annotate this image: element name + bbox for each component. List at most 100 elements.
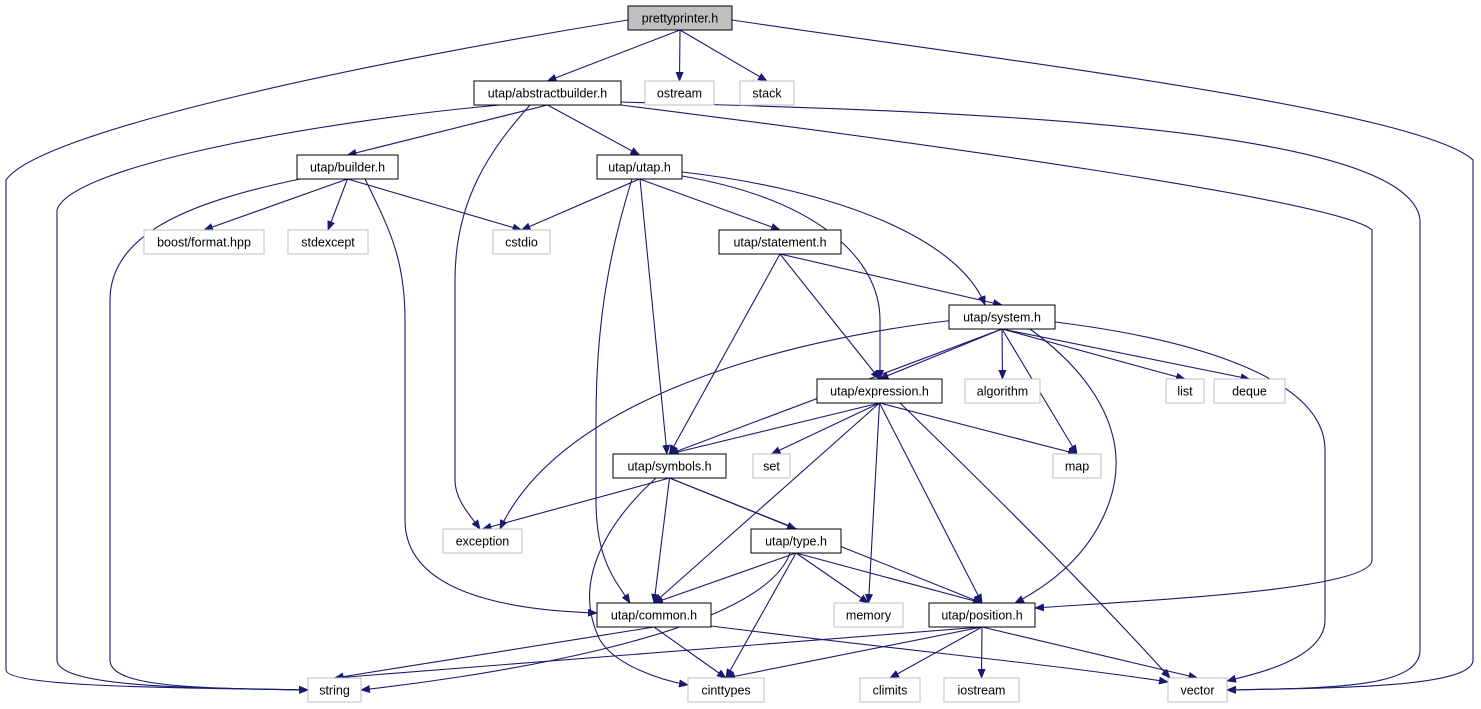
- node-label: cstdio: [505, 236, 538, 250]
- edge-system-to-vector: [1054, 321, 1326, 683]
- edge-system-to-position: [1014, 328, 1117, 604]
- node-symbols[interactable]: utap/symbols.h: [612, 453, 727, 479]
- edge-position-to-climits: [889, 626, 983, 679]
- edge-system-to-exception: [499, 319, 956, 530]
- node-box: [964, 378, 1041, 404]
- edge-utap-to-cstdio: [520, 178, 640, 231]
- edge-abstractbuilder-to-builder: [346, 104, 548, 157]
- node-box: [833, 602, 904, 628]
- node-label: exception: [456, 535, 510, 549]
- node-box: [492, 229, 551, 255]
- edge-statement-to-expression: [779, 253, 881, 380]
- node-box: [687, 677, 765, 703]
- node-label: utap/common.h: [611, 609, 697, 623]
- node-iostream: iostream: [943, 677, 1020, 703]
- node-boostformat: boost/format.hpp: [143, 229, 265, 255]
- edge-position-to-vector: [981, 626, 1199, 680]
- node-expression[interactable]: utap/expression.h: [816, 378, 943, 404]
- node-label: utap/statement.h: [733, 236, 826, 250]
- node-box: [1052, 453, 1102, 479]
- edge-system-to-expression: [878, 328, 1003, 380]
- node-stdexcept: stdexcept: [287, 229, 369, 255]
- node-label: map: [1065, 460, 1089, 474]
- node-label: vector: [1180, 684, 1214, 698]
- edge-common-to-vector: [710, 625, 1169, 685]
- node-label: utap/expression.h: [830, 385, 929, 399]
- node-common[interactable]: utap/common.h: [596, 602, 712, 628]
- edge-abstractbuilder-to-vector: [620, 101, 1421, 694]
- node-box: [943, 677, 1020, 703]
- node-label: algorithm: [977, 385, 1028, 399]
- edge-abstractbuilder-to-string: [56, 104, 501, 694]
- node-box: [928, 602, 1036, 628]
- edge-expression-to-vector: [899, 402, 1171, 679]
- node-cstdio: cstdio: [492, 229, 551, 255]
- node-box: [1165, 378, 1205, 404]
- node-label: ostream: [657, 87, 702, 101]
- edge-expression-to-common: [653, 402, 880, 604]
- node-label: utap/system.h: [963, 311, 1041, 325]
- node-box: [816, 378, 943, 404]
- node-label: stdexcept: [301, 236, 355, 250]
- node-box: [859, 677, 921, 703]
- edge-utap-to-system: [681, 171, 986, 306]
- node-label: cinttypes: [701, 684, 750, 698]
- edge-utap-to-statement: [639, 178, 781, 231]
- node-stack: stack: [739, 80, 795, 106]
- node-builder[interactable]: utap/builder.h: [296, 154, 399, 180]
- nodes-layer: prettyprinter.h utap/abstractbuilder.h ost…: [143, 5, 1286, 703]
- node-memory: memory: [833, 602, 904, 628]
- edge-type-to-position: [795, 552, 983, 605]
- edge-prettyprinter-to-ostream: [675, 29, 684, 82]
- node-system[interactable]: utap/system.h: [948, 304, 1056, 330]
- node-map: map: [1052, 453, 1102, 479]
- edge-system-to-list: [1001, 328, 1186, 381]
- node-label: utap/utap.h: [608, 161, 671, 175]
- edge-common-to-string: [333, 626, 655, 681]
- edge-symbols-to-exception: [481, 477, 670, 531]
- node-statement[interactable]: utap/statement.h: [718, 229, 842, 255]
- edge-prettyprinter-to-stack: [679, 29, 768, 82]
- node-label: climits: [873, 684, 908, 698]
- node-box: [644, 80, 715, 106]
- edge-position-to-iostream: [977, 626, 986, 679]
- edge-prettyprinter-to-string: [5, 19, 629, 694]
- edge-builder-to-common: [364, 178, 598, 617]
- node-type[interactable]: utap/type.h: [750, 528, 842, 554]
- edges-layer: [5, 19, 1474, 694]
- edge-abstractbuilder-to-utap: [547, 104, 641, 156]
- node-prettyprinter[interactable]: prettyprinter.h: [627, 5, 733, 31]
- node-label: utap/position.h: [941, 609, 1022, 623]
- edge-prettyprinter-to-abstractbuilder: [546, 29, 681, 82]
- node-utap[interactable]: utap/utap.h: [596, 154, 683, 180]
- node-box: [296, 154, 399, 180]
- edge-expression-to-set: [770, 402, 880, 455]
- edge-statement-to-system: [779, 253, 1003, 307]
- edge-symbols-to-cinttypes: [589, 477, 689, 688]
- node-climits: climits: [859, 677, 921, 703]
- node-position[interactable]: utap/position.h: [928, 602, 1036, 628]
- node-box: [948, 304, 1056, 330]
- edge-type-to-common: [653, 552, 797, 604]
- node-box: [143, 229, 265, 255]
- node-cinttypes: cinttypes: [687, 677, 765, 703]
- node-box: [596, 602, 712, 628]
- node-abstractbuilder[interactable]: utap/abstractbuilder.h: [473, 80, 622, 106]
- edge-abstractbuilder-to-position: [620, 104, 1373, 612]
- node-box: [287, 229, 369, 255]
- edge-builder-to-string: [109, 178, 309, 694]
- node-ostream: ostream: [644, 80, 715, 106]
- node-label: utap/symbols.h: [627, 460, 711, 474]
- edge-position-to-string: [333, 626, 983, 682]
- node-string: string: [307, 677, 362, 703]
- node-label: iostream: [958, 684, 1006, 698]
- node-box: [473, 80, 622, 106]
- node-label: prettyprinter.h: [642, 12, 718, 26]
- node-box: [1213, 378, 1286, 404]
- edge-position-to-cinttypes: [725, 626, 983, 681]
- node-algorithm: algorithm: [964, 378, 1041, 404]
- node-box: [752, 453, 791, 479]
- node-box: [612, 453, 727, 479]
- edge-utap-to-expression: [681, 175, 884, 380]
